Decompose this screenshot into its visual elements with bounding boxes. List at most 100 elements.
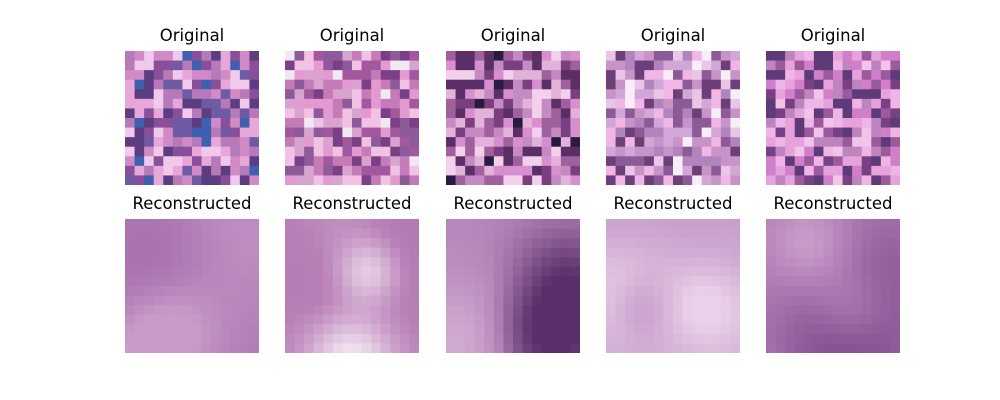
pixel [794, 137, 805, 148]
pixel [304, 228, 315, 239]
pixel [804, 175, 815, 185]
pixel [125, 89, 136, 100]
pixel [606, 70, 617, 81]
pixel [570, 286, 580, 297]
pixel [503, 238, 514, 249]
pixel [352, 324, 363, 335]
pixel [361, 324, 372, 335]
pixel [513, 60, 524, 71]
pixel [390, 108, 401, 119]
pixel [361, 257, 372, 268]
pixel [313, 165, 324, 177]
pixel [570, 108, 580, 119]
pixel [332, 118, 344, 129]
pixel [285, 118, 296, 129]
pixel [465, 51, 476, 62]
pixel [813, 70, 825, 81]
pixel [323, 60, 334, 71]
pixel [390, 89, 401, 100]
pixel [134, 98, 145, 110]
original-pixel-grid [766, 51, 900, 185]
pixel [570, 146, 580, 157]
pixel [304, 98, 315, 110]
pixel [766, 305, 777, 316]
pixel [711, 70, 722, 81]
pixel [551, 247, 562, 258]
pixel [144, 219, 155, 230]
pixel [833, 257, 844, 268]
pixel [220, 108, 231, 119]
pixel [332, 175, 344, 185]
pixel [692, 51, 703, 62]
pixel [833, 266, 844, 278]
pixel [249, 276, 259, 287]
pixel [380, 343, 391, 353]
pixel [332, 314, 344, 325]
pixel [775, 146, 786, 157]
pixel [285, 266, 296, 278]
pixel [352, 146, 363, 157]
pixel [513, 79, 524, 90]
pixel [163, 89, 174, 100]
pixel [249, 137, 259, 148]
pixel [775, 314, 786, 325]
pixel [532, 228, 543, 239]
pixel [775, 238, 786, 249]
pixel [861, 324, 872, 335]
pixel [153, 228, 164, 239]
pixel [615, 175, 626, 185]
pixel [211, 146, 222, 157]
pixel [720, 324, 732, 335]
pixel [644, 70, 655, 81]
pixel [711, 228, 722, 239]
pixel [239, 108, 251, 119]
pixel [720, 247, 732, 258]
pixel [294, 146, 305, 157]
pixel [644, 238, 655, 249]
pixel [513, 228, 524, 239]
pixel [163, 70, 174, 81]
pixel [192, 108, 203, 119]
pixel [220, 165, 231, 177]
pixel [823, 247, 834, 258]
pixel [842, 108, 853, 119]
pixel [239, 98, 251, 110]
pixel [493, 70, 505, 81]
pixel [625, 127, 636, 138]
pixel [465, 60, 476, 71]
pixel [409, 324, 419, 335]
pixel [239, 146, 251, 157]
pixel [211, 175, 222, 185]
pixel [249, 108, 259, 119]
pixel [323, 165, 334, 177]
pixel [172, 70, 184, 81]
pixel [144, 257, 155, 268]
pixel [294, 156, 305, 167]
pixel [285, 295, 296, 306]
pixel [880, 70, 892, 81]
pixel [880, 219, 892, 230]
original-image [446, 51, 580, 185]
pixel [371, 137, 382, 148]
pixel [701, 324, 712, 335]
pixel [332, 238, 344, 249]
pixel [634, 98, 645, 110]
pixel [644, 51, 655, 62]
pixel [294, 127, 305, 138]
pixel [653, 305, 665, 316]
pixel [249, 266, 259, 278]
pixel [794, 276, 805, 287]
pixel [701, 146, 712, 157]
pixel [153, 108, 164, 119]
pixel [775, 98, 786, 110]
pixel [871, 79, 882, 90]
pixel [211, 333, 222, 345]
pixel [570, 89, 580, 100]
pixel [192, 305, 203, 316]
pixel [493, 165, 505, 177]
pixel [663, 108, 674, 119]
pixel [285, 305, 296, 316]
pixel [794, 257, 805, 268]
pixel [785, 156, 796, 167]
pixel [332, 146, 344, 157]
